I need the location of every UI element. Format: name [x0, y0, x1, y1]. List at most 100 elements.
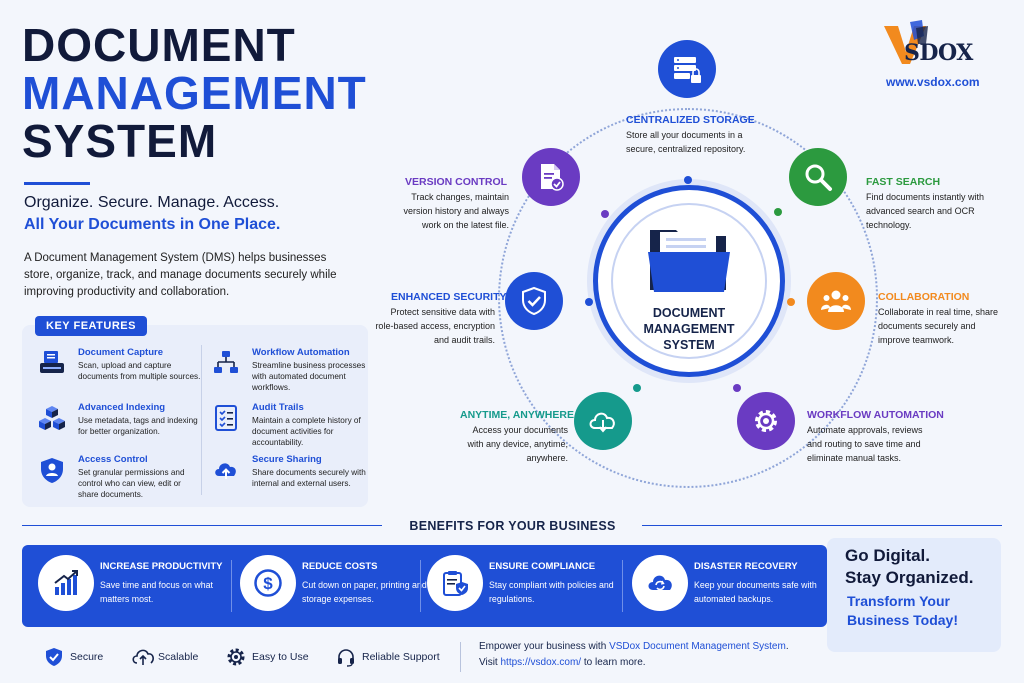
key-feature-desc: Scan, upload and capture documents from … — [78, 361, 201, 381]
hub-label: DOCUMENT MANAGEMENT SYSTEM — [643, 306, 735, 352]
footer-visit: Visit https://vsdox.com/ to learn more. — [479, 657, 646, 668]
feature-desc: Collaborate in real time, share document… — [878, 307, 999, 345]
orbit-dot — [733, 384, 741, 392]
benefit-title: INCREASE PRODUCTIVITY — [100, 561, 223, 572]
storage-badge — [658, 40, 716, 98]
feature-desc: Access your documents with any device, a… — [467, 425, 568, 463]
orbit-dot — [787, 298, 795, 306]
orbit-dot — [684, 176, 692, 184]
folder-icon — [648, 230, 730, 292]
benefit-desc: Save time and focus on what matters most… — [100, 580, 213, 604]
cta-panel — [827, 538, 1001, 652]
document-check-icon — [541, 164, 564, 191]
feature-title: WORKFLOW AUTOMATION — [807, 409, 944, 421]
feature-title: VERSION CONTROL — [405, 176, 508, 188]
footer-feature-label: Easy to Use — [252, 651, 309, 663]
footer-message-suffix: . — [785, 641, 789, 652]
key-features-divider — [201, 345, 202, 495]
title-underline — [24, 182, 90, 185]
orbit-ring — [498, 108, 878, 488]
footer-visit-prefix: Visit — [479, 657, 501, 668]
footer-divider — [460, 642, 461, 672]
footer-product-link[interactable]: VSDox Document Management System — [609, 641, 786, 652]
key-feature-name: Document Capture — [78, 347, 163, 358]
benefits-rule-left — [22, 525, 382, 526]
cta-line-3: Transform Your — [847, 593, 950, 609]
security-badge — [505, 272, 563, 330]
feature-desc: Protect sensitive data with role-based a… — [375, 307, 495, 345]
cloud-backup-icon — [648, 575, 672, 591]
benefit-title: ENSURE COMPLIANCE — [489, 561, 596, 572]
anytime-badge — [574, 392, 632, 450]
key-feature-desc: Set granular permissions and control who… — [78, 468, 185, 499]
benefits-rule-right — [642, 525, 1002, 526]
title-line-1: DOCUMENT — [22, 19, 296, 71]
footer-feature-label: Secure — [70, 651, 104, 663]
orbit-dot — [633, 384, 641, 392]
footer-visit-suffix: to learn more. — [581, 657, 646, 668]
orbit-dot — [585, 298, 593, 306]
key-feature-name: Advanced Indexing — [78, 402, 166, 413]
feature-title: ANYTIME, ANYWHERE — [460, 409, 574, 421]
key-feature-name: Access Control — [78, 454, 148, 465]
key-features-heading: KEY FEATURES — [35, 316, 147, 336]
gear-icon — [227, 648, 245, 666]
intro-paragraph: A Document Management System (DMS) helps… — [24, 252, 337, 298]
footer-website-link[interactable]: https://vsdox.com/ — [500, 657, 582, 668]
team-icon — [821, 290, 851, 312]
key-feature-name: Workflow Automation — [252, 347, 350, 358]
benefit-divider — [231, 560, 232, 612]
footer-message-prefix: Empower your business with — [479, 641, 610, 652]
tagline-secondary: All Your Documents in One Place. — [24, 216, 281, 233]
shield-check-icon — [46, 648, 62, 666]
feature-desc: Automate approvals, reviews and routing … — [807, 425, 923, 463]
key-feature-desc: Share documents securely with internal a… — [252, 468, 366, 488]
orbit-dot — [774, 208, 782, 216]
benefits-heading: BENEFITS FOR YOUR BUSINESS — [409, 519, 616, 533]
version-badge — [522, 148, 580, 206]
benefit-title: DISASTER RECOVERY — [694, 561, 798, 572]
feature-desc: Find documents instantly with advanced s… — [866, 192, 985, 230]
feature-title: CENTRALIZED STORAGE — [626, 114, 755, 126]
cloud-upload-icon — [132, 649, 154, 665]
cubes-icon — [39, 406, 65, 430]
logo[interactable] — [880, 14, 1000, 84]
shield-check-icon — [522, 286, 546, 316]
orbit-dot — [601, 210, 609, 218]
title-line-3: SYSTEM — [22, 115, 218, 167]
footer-message: Empower your business with VSDox Documen… — [479, 641, 789, 652]
feature-title: COLLABORATION — [878, 291, 970, 303]
footer-feature-label: Reliable Support — [362, 651, 440, 663]
dollar-icon: $ — [254, 569, 282, 597]
growth-chart-icon — [54, 570, 78, 595]
benefit-divider — [622, 560, 623, 612]
feature-title: ENHANCED SECURITY — [391, 291, 507, 303]
scanner-icon — [40, 351, 64, 373]
cloud-upload-icon — [215, 463, 236, 479]
benefit-title: REDUCE COSTS — [302, 561, 378, 572]
key-feature-name: Audit Trails — [252, 402, 304, 413]
key-feature-desc: Streamline business processes with autom… — [252, 361, 366, 392]
logo-url[interactable]: www.vsdox.com — [886, 75, 980, 89]
title-line-2: MANAGEMENT — [22, 67, 367, 119]
gear-icon — [755, 410, 777, 432]
benefit-desc: Keep your documents safe with automated … — [694, 580, 817, 604]
shield-user-icon — [41, 458, 63, 483]
key-feature-desc: Maintain a complete history of document … — [252, 416, 361, 447]
collaboration-badge — [807, 272, 865, 330]
footer-feature-label: Scalable — [158, 651, 199, 663]
search-badge — [789, 148, 847, 206]
logo-mark-icon — [884, 20, 928, 64]
feature-desc: Store all your documents in a secure, ce… — [626, 130, 746, 154]
benefit-divider — [420, 560, 421, 612]
benefit-desc: Stay compliant with policies and regulat… — [489, 580, 614, 604]
cloud-sync-icon — [589, 412, 615, 433]
key-feature-name: Secure Sharing — [252, 454, 322, 465]
server-lock-icon — [674, 57, 701, 83]
flowchart-icon — [214, 351, 238, 373]
headset-icon — [338, 649, 354, 667]
cta-line-4: Business Today! — [847, 612, 958, 628]
logo-wordmark: SDOX — [904, 40, 973, 66]
cta-line-2: Stay Organized. — [845, 568, 974, 587]
cta-line-1: Go Digital. — [845, 546, 930, 565]
